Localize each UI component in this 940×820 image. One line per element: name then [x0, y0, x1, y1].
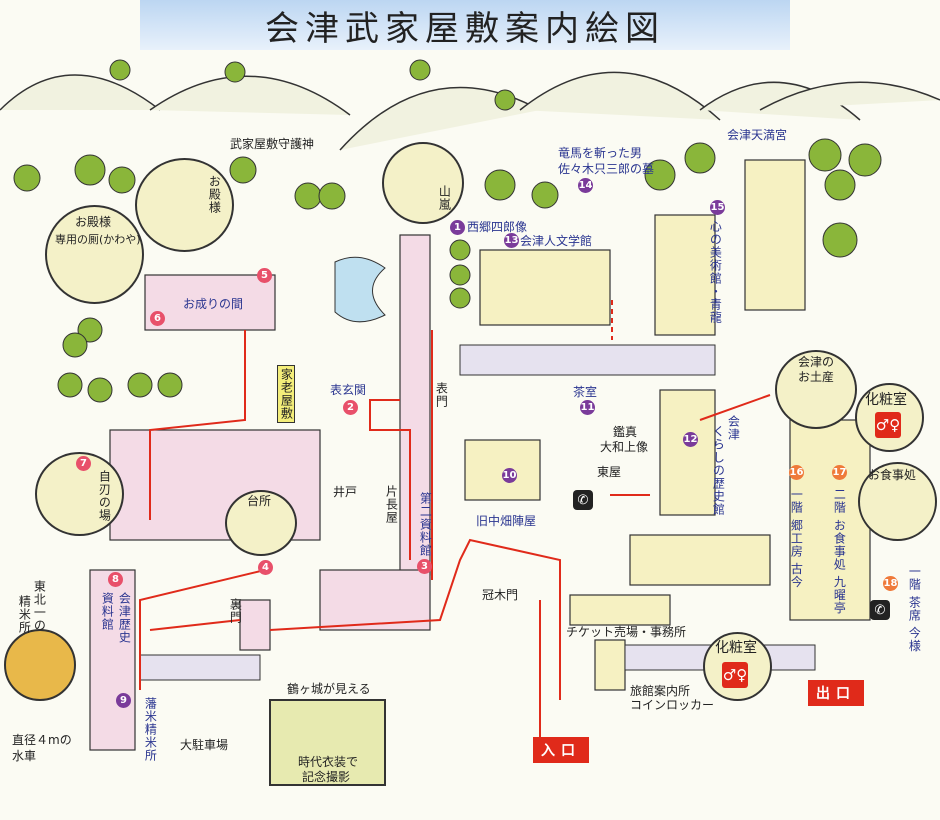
- marker-6[interactable]: 6: [150, 311, 165, 326]
- azumaya-label: 東屋: [597, 465, 622, 479]
- omote-mon-label: 表門: [434, 382, 449, 408]
- souvenir-bubble: [775, 350, 857, 429]
- dining-label: お食事処: [868, 468, 917, 482]
- history-archive-label-1: 会津歴史: [117, 592, 132, 644]
- castle-view-label: 鶴ヶ城が見える: [287, 682, 371, 696]
- yamaarashi-label: 山嵐: [437, 185, 452, 211]
- costume-label-1: 時代衣装で: [298, 755, 359, 769]
- route-lines: [139, 300, 771, 740]
- kitchen-bubble: [225, 490, 297, 556]
- lord-bubble: [135, 158, 234, 252]
- restroom-icon: ♂♀: [722, 662, 748, 688]
- tea-room-label: 茶室: [573, 385, 598, 399]
- omote-genkan-label: 表玄関: [330, 383, 367, 397]
- parking-label: 大駐車場: [180, 738, 229, 752]
- lord-toilet-label-2: 専用の厠(かわや): [55, 233, 141, 246]
- pond: [334, 256, 386, 323]
- marker-8[interactable]: 8: [108, 572, 123, 587]
- water-wheel: [4, 629, 76, 701]
- souvenir-label-1: 会津の: [798, 355, 835, 369]
- aizu-literature-label: 会津人文学館: [520, 234, 593, 248]
- photo-panel: [269, 699, 386, 786]
- restroom-label-top: 化粧室: [865, 392, 907, 408]
- entrance-sign: 入口: [533, 737, 589, 763]
- nakahata-label: 旧中畑陣屋: [476, 514, 537, 528]
- marker-18[interactable]: 18: [883, 576, 898, 591]
- ura-mon-label: 裏門: [228, 598, 243, 624]
- ticket-office-label: チケット売場・事務所: [566, 625, 687, 639]
- history-archive-label-2: 資料館: [100, 592, 115, 631]
- onari-room-label: お成りの間: [183, 297, 244, 311]
- kitchen-label: 台所: [247, 494, 272, 508]
- tenmangu-label: 会津天満宮: [727, 128, 788, 142]
- restroom-icon: ♂♀: [875, 412, 901, 438]
- marker-5[interactable]: 5: [257, 268, 272, 283]
- waterwheel-label-2: 水車: [12, 749, 37, 763]
- kuyotei-label: 二階 お食事処 九曜亭: [832, 488, 847, 615]
- yamaarashi-bubble: [382, 142, 464, 224]
- marker-15[interactable]: 15: [710, 200, 725, 215]
- phone-icon: ✆: [573, 490, 593, 510]
- ganjin-label-1: 鑑真: [613, 425, 638, 439]
- grave-label-1: 竜馬を斬った男: [558, 146, 643, 160]
- second-archive-label: 第二資料館: [418, 492, 433, 557]
- ganjin-label-2: 大和上像: [600, 440, 649, 454]
- marker-9[interactable]: 9: [116, 693, 131, 708]
- imayo-label: 一階 茶席 今様: [907, 565, 922, 653]
- marker-4[interactable]: 4: [258, 560, 273, 575]
- marker-1[interactable]: 1: [450, 220, 465, 235]
- kurashi-label-2: くらしの歴史館: [711, 425, 726, 516]
- marker-14[interactable]: 14: [578, 178, 593, 193]
- map-title: 会津武家屋敷案内絵図: [140, 0, 790, 50]
- waterwheel-label-1: 直径４mの: [12, 733, 72, 747]
- costume-label-2: 記念撮影: [302, 770, 351, 784]
- mountains: [0, 71, 940, 151]
- lord-label: お殿様: [207, 175, 222, 214]
- han-rice-mill-label: 藩米精米所: [143, 697, 158, 762]
- marker-12[interactable]: 12: [683, 432, 698, 447]
- dining-bubble: [858, 462, 937, 541]
- toilet-bubble: [45, 205, 144, 304]
- marker-7[interactable]: 7: [76, 456, 91, 471]
- marker-17[interactable]: 17: [832, 465, 847, 480]
- marker-10[interactable]: 10: [502, 468, 517, 483]
- kabuki-mon-label: 冠木門: [482, 588, 519, 602]
- saigo-statue-label: 西郷四郎像: [467, 220, 528, 234]
- marker-3[interactable]: 3: [417, 559, 432, 574]
- rice-mill-label-2: 精米所: [17, 595, 32, 634]
- kokoro-museum-label: 心の美術館・青龍: [708, 220, 723, 324]
- souvenir-label-2: お土産: [798, 370, 835, 384]
- marker-16[interactable]: 16: [789, 465, 804, 480]
- exit-sign: 出口: [808, 680, 864, 706]
- coin-locker-label: コインロッカー: [630, 698, 715, 712]
- marker-13[interactable]: 13: [504, 233, 519, 248]
- karo-yashiki-label: 家老屋敷: [277, 365, 296, 423]
- kokon-label: 一階 郷工房 古今: [789, 488, 804, 589]
- marker-11[interactable]: 11: [580, 400, 595, 415]
- kurashi-label-1: 会津: [726, 415, 741, 441]
- katanagaya-label: 片長屋: [384, 485, 399, 524]
- lord-toilet-label-1: お殿様: [75, 215, 112, 229]
- grave-label-2: 佐々木只三郎の墓: [558, 162, 655, 176]
- well-label: 井戸: [333, 485, 358, 499]
- phone-icon: ✆: [870, 600, 890, 620]
- shrine-guardian-label: 武家屋敷守護神: [230, 137, 315, 151]
- trees: [13, 59, 882, 403]
- jijin-label: 自刃の場: [97, 470, 112, 522]
- stone-walls: [139, 344, 816, 681]
- rice-mill-label-1: 東北一の: [32, 580, 47, 632]
- restroom-label-bottom: 化粧室: [715, 640, 757, 656]
- marker-2[interactable]: 2: [343, 400, 358, 415]
- inn-info-label: 旅館案内所: [630, 684, 691, 698]
